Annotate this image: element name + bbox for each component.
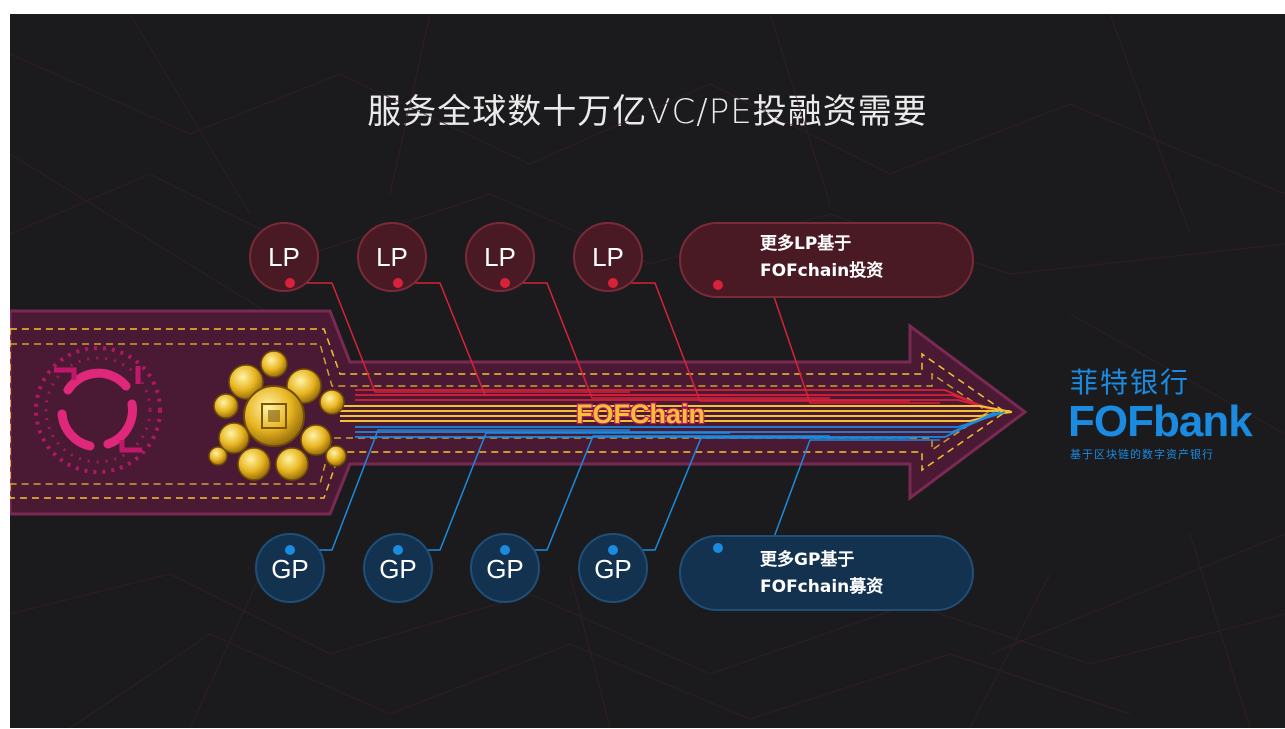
brand-name-cn: 菲特银行 [1070, 366, 1191, 399]
gp-node-label: GP [271, 554, 309, 584]
lp-node-label: LP [268, 242, 300, 272]
brand-logo-text: FOFbank [1068, 397, 1253, 446]
gp-more-pill: 更多GP基于 FOFchain募资 [679, 535, 974, 611]
lp-node-label: LP [376, 242, 408, 272]
brand-tagline: 基于区块链的数字资产银行 [1070, 448, 1214, 461]
gp-node-label: GP [379, 554, 417, 584]
gp-more-line-2: FOFchain募资 [760, 576, 883, 597]
flow-label: FOFChain [576, 399, 705, 429]
flow-arrow-body [10, 309, 1028, 516]
lp-node-4: LP [573, 222, 643, 292]
lp-node-label: LP [592, 242, 624, 272]
lp-node-1: LP [249, 222, 319, 292]
gp-node-3: GP [470, 533, 540, 603]
gold-coin-cluster-icon [208, 350, 347, 481]
gp-node-1: GP [255, 533, 325, 603]
gp-node-label: GP [594, 554, 632, 584]
slide: 服务全球数十万亿VC/PE投融资需要 [10, 14, 1285, 728]
gp-node-2: GP [363, 533, 433, 603]
gp-flow-lines [355, 411, 1006, 438]
lp-connectors [292, 282, 940, 404]
gp-more-line-1: 更多GP基于 [760, 549, 854, 570]
lp-node-3: LP [465, 222, 535, 292]
background-network [10, 14, 1285, 728]
lp-more-line-1: 更多LP基于 [760, 233, 851, 254]
lp-more-pill: 更多LP基于 FOFchain投资 [679, 222, 974, 298]
lp-more-line-2: FOFchain投资 [760, 260, 883, 281]
lp-node-label: LP [484, 242, 516, 272]
fofbank-logo: 菲特银行 FOFbank 基于区块链的数字资产银行 [1068, 366, 1258, 462]
gp-node-4: GP [578, 533, 648, 603]
fund-flow-diagram: LP LP LP LP 更多LP基于 FOFchain投资 GP [10, 14, 1285, 728]
lp-node-2: LP [357, 222, 427, 292]
gp-node-label: GP [486, 554, 524, 584]
fofchain-ring-logo-icon [34, 346, 162, 474]
